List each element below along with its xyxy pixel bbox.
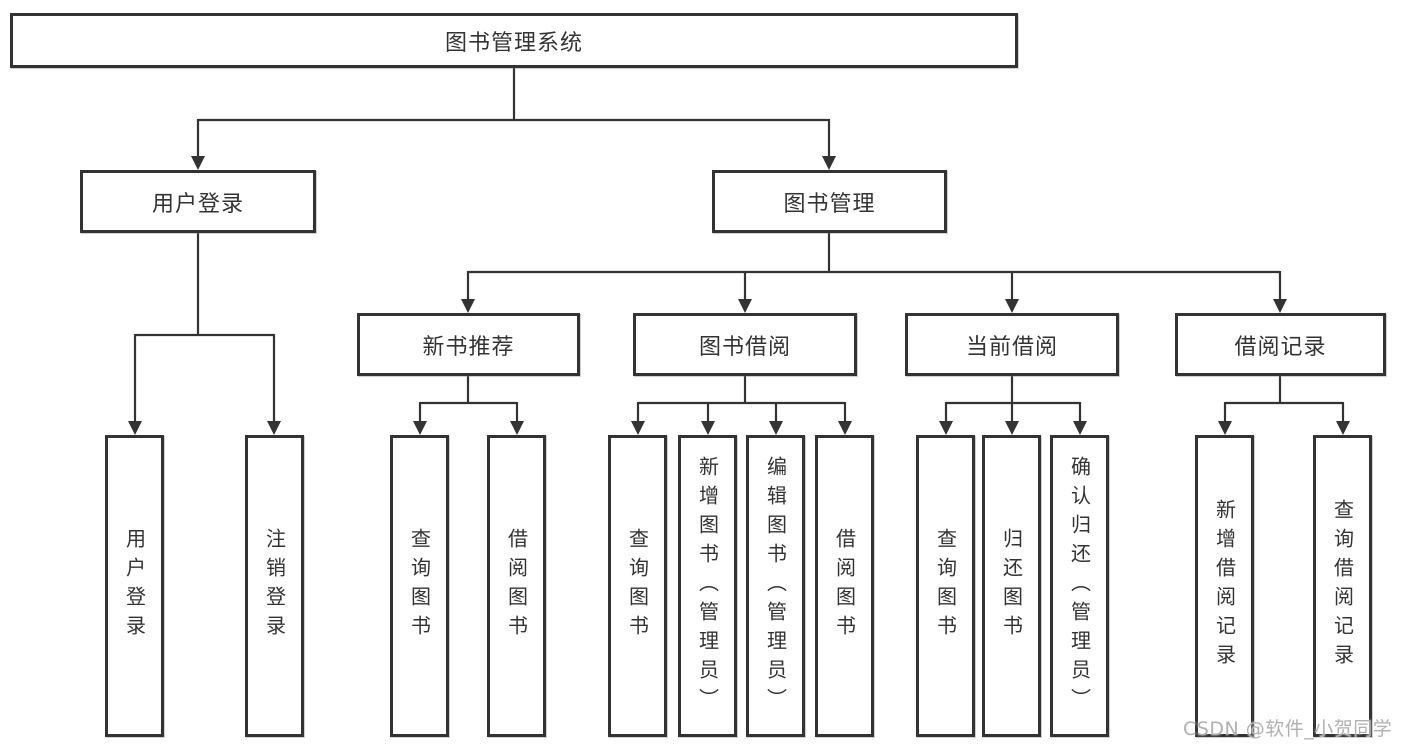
leaf-logout: 注销登录 xyxy=(245,435,304,737)
node-root-system-label: 图书管理系统 xyxy=(444,30,583,56)
leaf-borrow-books-recommendation-label: 借阅图书 xyxy=(504,528,529,644)
leaf-query-books-current-label: 查询图书 xyxy=(933,528,958,644)
leaf-user-login: 用户登录 xyxy=(105,435,164,737)
leaf-query-books-borrowing-label: 查询图书 xyxy=(625,528,650,644)
node-current-borrowing: 当前借阅 xyxy=(905,313,1119,376)
leaf-borrow-books-label: 借阅图书 xyxy=(832,528,857,644)
node-borrowing-records: 借阅记录 xyxy=(1175,313,1386,376)
leaf-add-books-admin: 新增图书（管理员） xyxy=(678,435,737,737)
leaf-query-borrow-record-label: 查询借阅记录 xyxy=(1330,499,1355,673)
node-book-management: 图书管理 xyxy=(712,170,947,233)
leaf-query-books-recommendation-label: 查询图书 xyxy=(407,528,432,644)
leaf-borrow-books: 借阅图书 xyxy=(815,435,874,737)
leaf-confirm-return-admin: 确认归还（管理员） xyxy=(1050,435,1109,737)
csdn-watermark: CSDN @软件_小贺同学 xyxy=(1183,718,1393,740)
leaf-query-books-borrowing: 查询图书 xyxy=(608,435,667,737)
leaf-confirm-return-admin-label: 确认归还（管理员） xyxy=(1067,455,1092,717)
node-new-book-recommendation-label: 新书推荐 xyxy=(422,334,515,360)
leaf-query-books-recommendation: 查询图书 xyxy=(390,435,449,737)
node-book-borrowing-label: 图书借阅 xyxy=(698,334,791,360)
node-user-login-label: 用户登录 xyxy=(151,191,244,217)
leaf-query-borrow-record: 查询借阅记录 xyxy=(1313,435,1372,737)
leaf-query-books-current: 查询图书 xyxy=(916,435,975,737)
leaf-return-books-label: 归还图书 xyxy=(999,528,1024,644)
leaf-edit-books-admin-label: 编辑图书（管理员） xyxy=(763,455,788,717)
leaf-add-borrow-record: 新增借阅记录 xyxy=(1195,435,1254,737)
leaf-add-borrow-record-label: 新增借阅记录 xyxy=(1212,499,1237,673)
node-book-borrowing: 图书借阅 xyxy=(633,313,857,376)
node-current-borrowing-label: 当前借阅 xyxy=(965,334,1058,360)
leaf-borrow-books-recommendation: 借阅图书 xyxy=(487,435,546,737)
node-new-book-recommendation: 新书推荐 xyxy=(357,313,580,376)
node-root-system: 图书管理系统 xyxy=(10,13,1018,68)
node-borrowing-records-label: 借阅记录 xyxy=(1234,334,1327,360)
leaf-return-books: 归还图书 xyxy=(982,435,1041,737)
leaf-edit-books-admin: 编辑图书（管理员） xyxy=(746,435,805,737)
arrowheads xyxy=(128,156,1350,435)
leaf-logout-label: 注销登录 xyxy=(262,528,287,644)
node-user-login: 用户登录 xyxy=(80,170,316,233)
node-book-management-label: 图书管理 xyxy=(783,191,876,217)
leaf-add-books-admin-label: 新增图书（管理员） xyxy=(695,455,720,717)
leaf-user-login-label: 用户登录 xyxy=(122,528,147,644)
